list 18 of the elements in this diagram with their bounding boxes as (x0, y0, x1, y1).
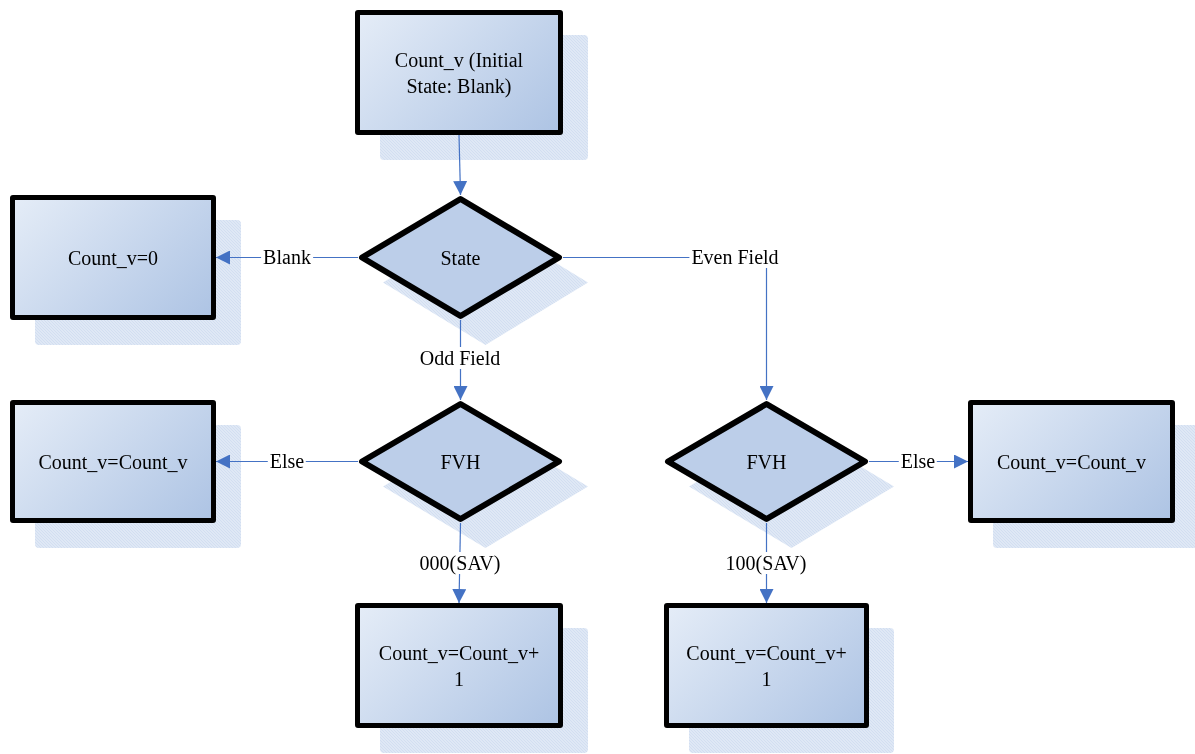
process-box (355, 10, 563, 135)
process-box (664, 603, 869, 728)
node-label: FVH (745, 449, 788, 475)
arrow (453, 134, 468, 196)
node-label: Count_v (Initial State: Blank) (393, 47, 525, 99)
process-box (355, 603, 563, 728)
node-label: Count_v=Count_v (995, 449, 1148, 475)
node-label: Count_v=Count_v (37, 449, 189, 475)
edge-label: 000(SAV) (417, 552, 503, 574)
node-label: Count_v=0 (66, 245, 160, 271)
node-label: Count_v=Count_v+ 1 (377, 640, 541, 692)
process-box (10, 400, 216, 523)
edge-label: Odd Field (417, 347, 503, 369)
process-box (968, 400, 1175, 523)
node-label: Count_v=Count_v+ 1 (685, 640, 848, 692)
node-label: FVH (439, 449, 482, 475)
node-label: State (439, 245, 482, 271)
process-box (10, 195, 216, 320)
